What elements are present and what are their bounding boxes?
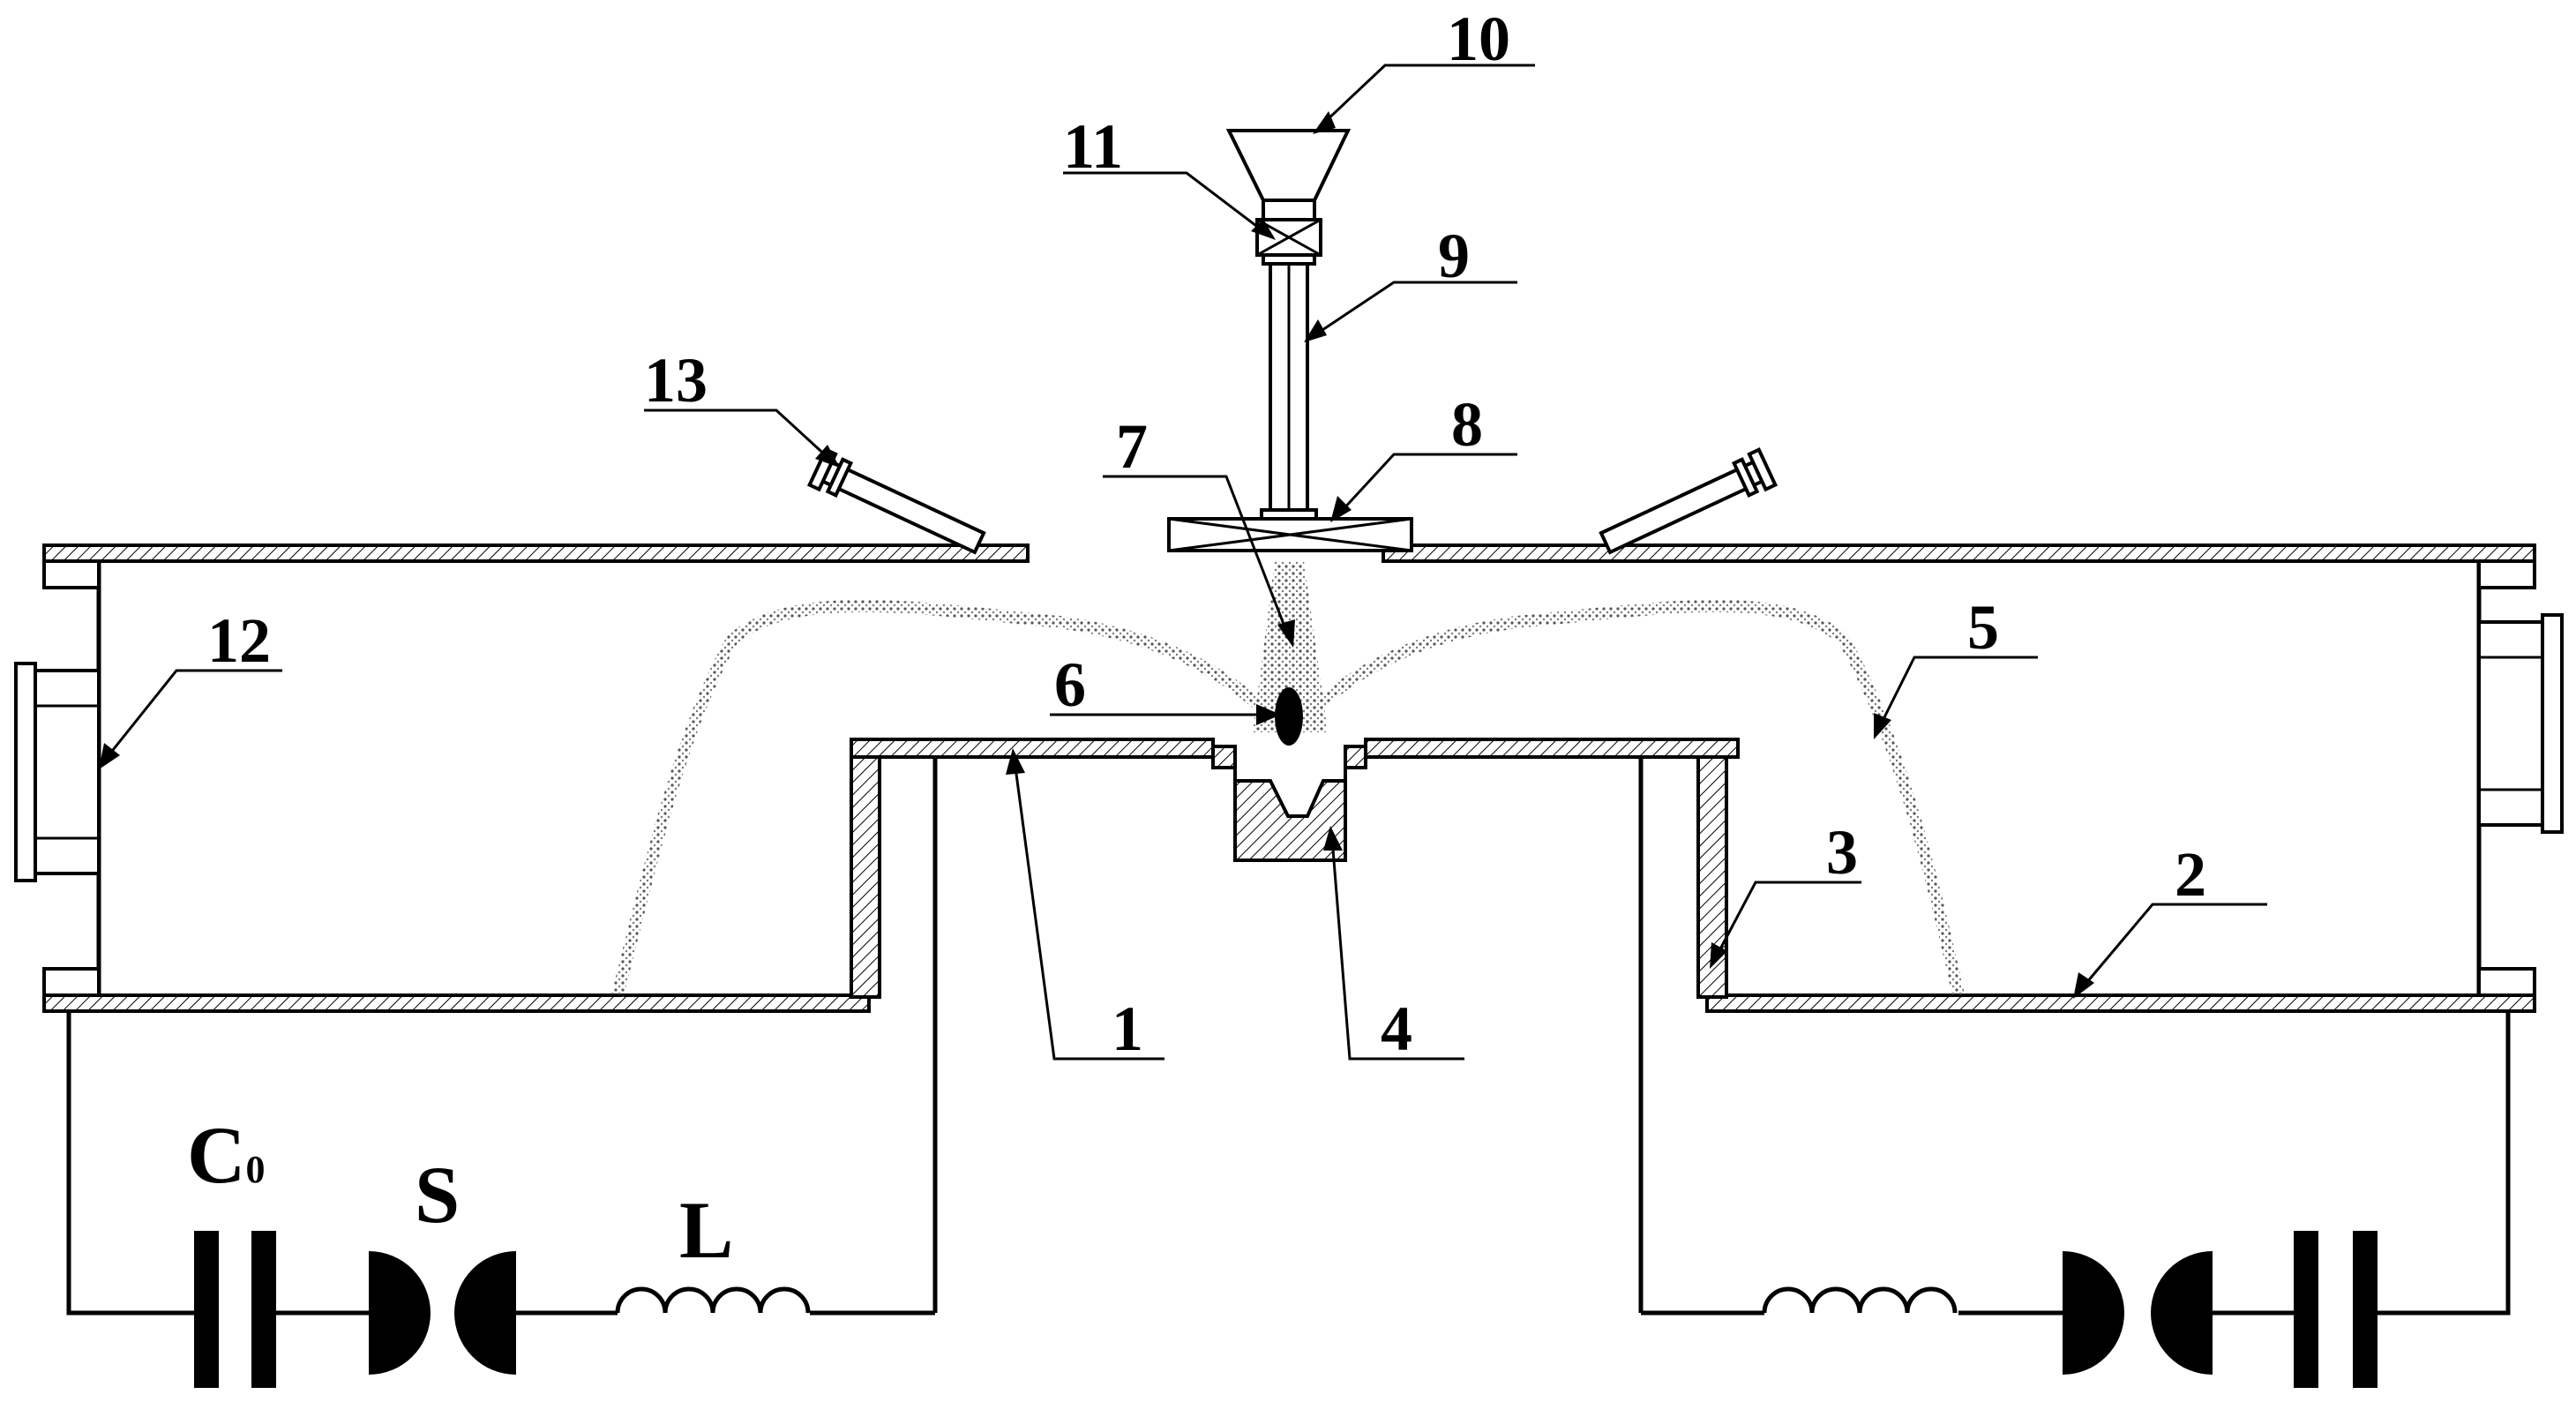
switch-electrode xyxy=(2063,1251,2124,1375)
electrode-plate-2 xyxy=(1705,993,2536,1013)
label-capacitor: C0 xyxy=(187,1110,265,1200)
label-3: 3 xyxy=(1826,817,1858,888)
label-10: 10 xyxy=(1447,4,1510,74)
capacitor-plate xyxy=(2353,1231,2378,1388)
target-holder-4 xyxy=(1211,745,1367,862)
inductor-coil xyxy=(1762,1286,1958,1314)
insulator-left xyxy=(850,755,881,999)
label-switch: S xyxy=(415,1150,460,1240)
plasma-arc-5 xyxy=(611,599,1965,997)
valve-11 xyxy=(1255,199,1322,266)
label-11: 11 xyxy=(1063,111,1123,182)
feed-tube-9 xyxy=(1260,259,1318,522)
circuit-right xyxy=(1641,1011,2511,1388)
label-1: 1 xyxy=(1112,993,1143,1064)
chamber-top-plate xyxy=(42,517,2536,563)
capacitor-plate xyxy=(194,1231,219,1388)
chamber-bottom-plate-left xyxy=(42,993,871,1013)
switch-electrode xyxy=(369,1251,431,1375)
gas-inlet-13 xyxy=(806,447,986,555)
capacitor-plate xyxy=(251,1231,276,1388)
label-4: 4 xyxy=(1381,993,1412,1064)
label-8: 8 xyxy=(1451,389,1483,460)
observation-window-right xyxy=(2477,613,2564,834)
leader-lines xyxy=(99,64,2267,1061)
label-7: 7 xyxy=(1116,411,1148,482)
particle-6 xyxy=(1275,687,1303,746)
capacitor-plate xyxy=(2294,1231,2318,1388)
label-13: 13 xyxy=(644,345,708,416)
label-6: 6 xyxy=(1054,649,1086,720)
center-electrode-1 xyxy=(850,738,1740,1313)
label-inductor: L xyxy=(679,1185,733,1275)
hopper-10 xyxy=(1225,129,1352,202)
switch-electrode xyxy=(454,1251,516,1375)
flange-8 xyxy=(1167,517,1413,552)
inductor-coil xyxy=(615,1286,811,1314)
label-5: 5 xyxy=(1967,592,1999,663)
label-2: 2 xyxy=(2175,839,2206,910)
switch-electrode xyxy=(2151,1251,2213,1375)
observation-window-left xyxy=(14,662,101,882)
label-12: 12 xyxy=(207,605,271,676)
gas-inlet-right xyxy=(1599,447,1778,555)
powder-spray-7 xyxy=(1253,561,1328,732)
circuit-left xyxy=(66,1011,935,1388)
label-9: 9 xyxy=(1438,221,1470,291)
